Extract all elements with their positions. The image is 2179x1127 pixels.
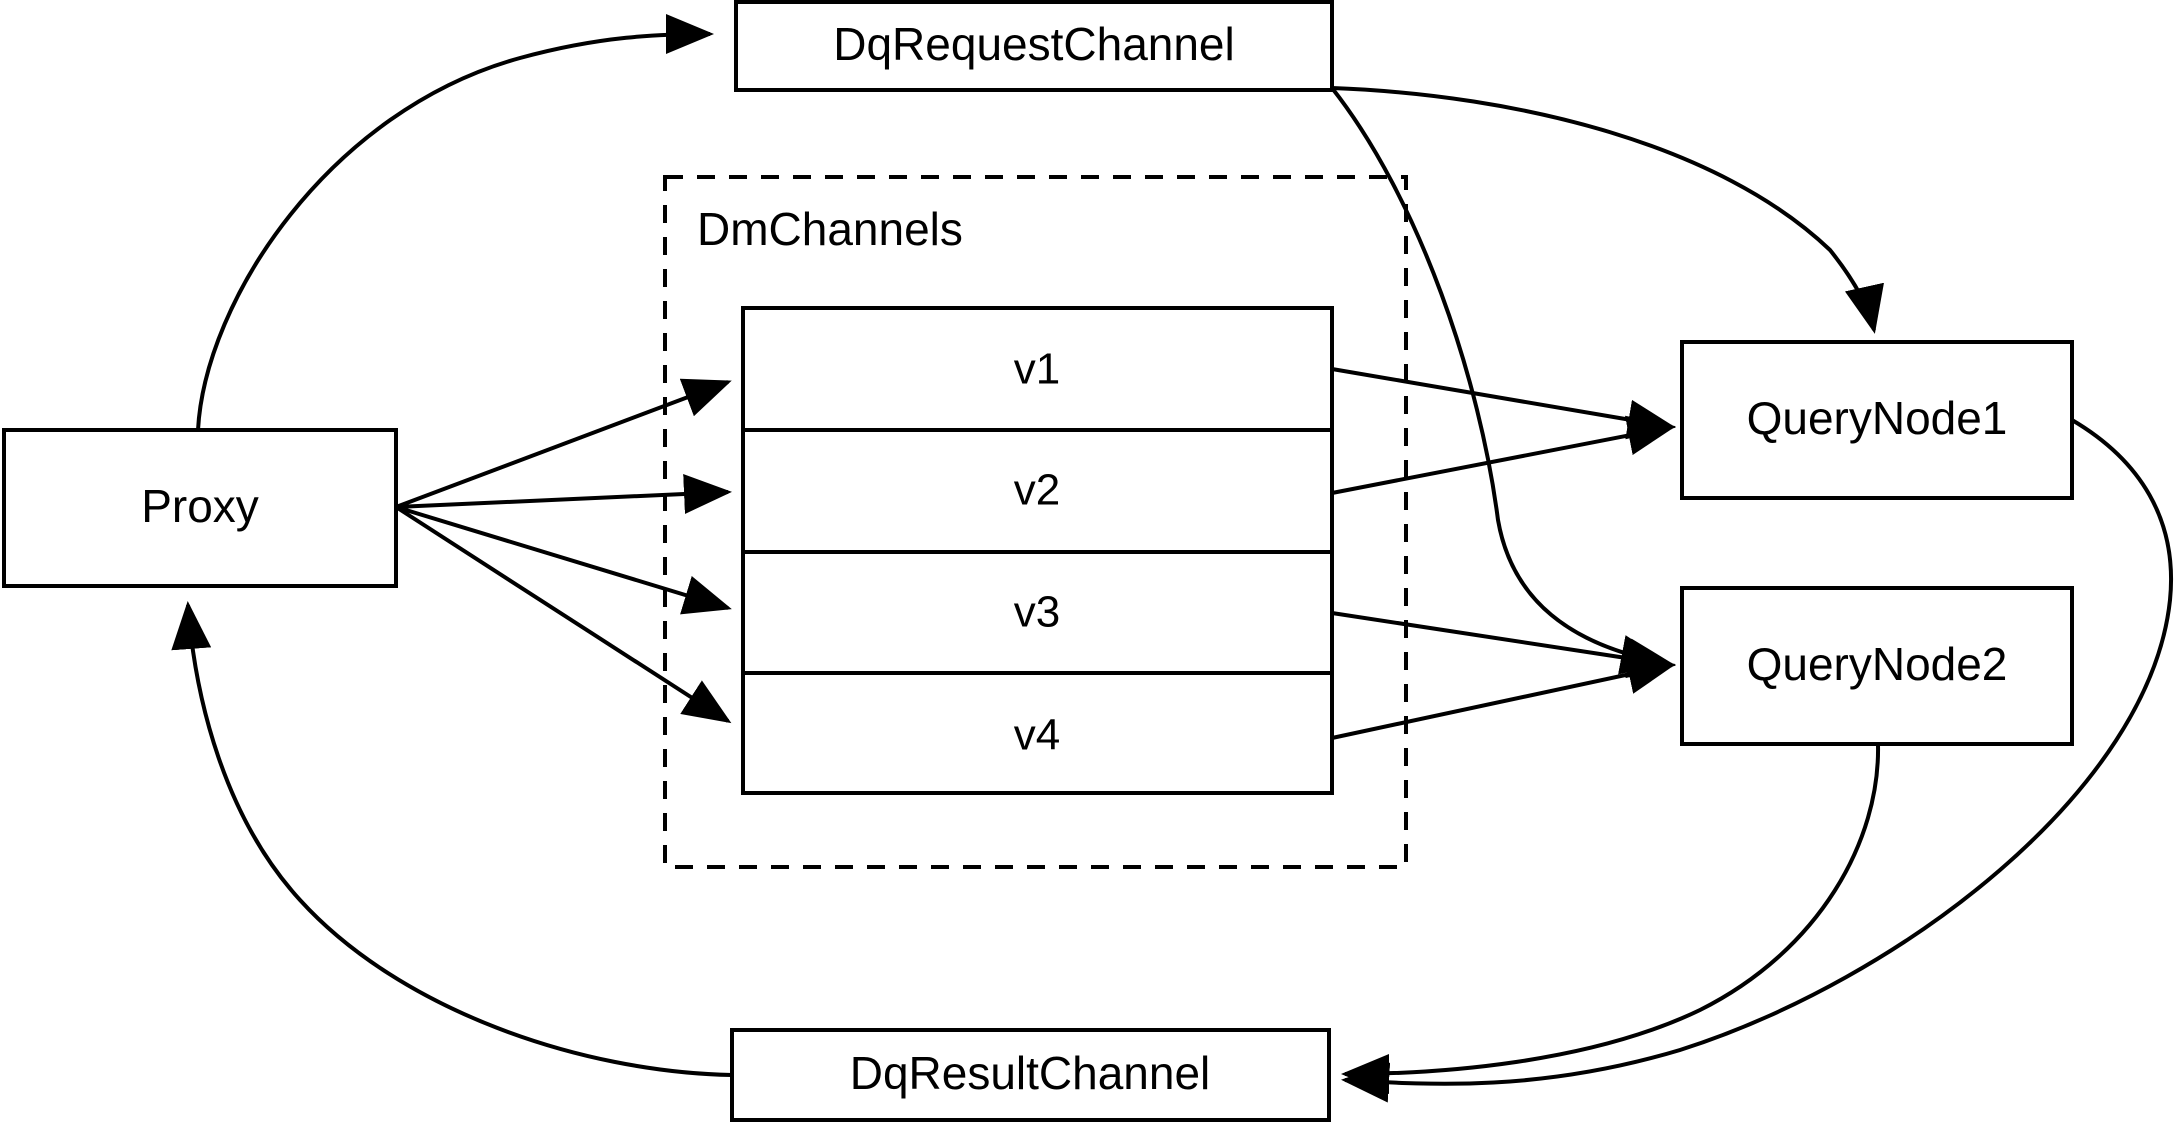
querynode1-box[interactable] — [1680, 340, 2074, 500]
edge-v2-to-querynode1 — [1331, 415, 1676, 495]
querynode2-label: QueryNode2 — [1747, 638, 2008, 690]
edge-querynode1-to-dqresultchannel — [1341, 418, 2173, 1103]
edge-dqrequestchannel-to-querynode1 — [1331, 86, 1884, 334]
dqrequestchannel-label: DqRequestChannel — [833, 18, 1235, 70]
channel-cell-v3[interactable]: v3 — [1014, 588, 1060, 637]
proxy-label: Proxy — [141, 480, 259, 532]
node-dqrequestchannel[interactable]: DqRequestChannel — [734, 0, 1334, 92]
edge-proxy-to-dqrequestchannel — [196, 14, 714, 431]
proxy-box[interactable] — [2, 428, 398, 588]
edge-v4-to-querynode2 — [1331, 654, 1676, 740]
querynode2-box[interactable] — [1680, 586, 2074, 746]
dmchannels-group-box — [663, 175, 1408, 869]
edge-v1-to-querynode1 — [1331, 367, 1676, 440]
channel-cell-v2[interactable]: v2 — [1014, 466, 1060, 515]
edge-proxy-to-v4 — [394, 505, 732, 724]
node-querynode2[interactable]: QueryNode2 — [1680, 586, 2074, 746]
querynode1-label: QueryNode1 — [1747, 392, 2008, 444]
edge-v3-to-querynode2 — [1331, 611, 1676, 679]
channel-cell-v1[interactable]: v1 — [1014, 345, 1060, 394]
edge-proxy-to-v1 — [395, 378, 732, 509]
edge-querynode2-to-dqresultchannel — [1341, 744, 1881, 1094]
edge-dqrequestchannel-to-querynode2 — [1330, 86, 1669, 675]
node-querynode1[interactable]: QueryNode1 — [1680, 340, 2074, 500]
edge-proxy-to-v3 — [395, 505, 732, 615]
node-proxy[interactable]: Proxy — [2, 428, 398, 588]
dmchannels-group-label: DmChannels — [697, 203, 963, 255]
dqrequestchannel-box[interactable] — [734, 0, 1334, 92]
edge-proxy-to-v2 — [395, 474, 732, 514]
channel-cell-v4[interactable]: v4 — [1014, 711, 1060, 760]
dmchannels-table: v1 v2 v3 v4 — [741, 306, 1334, 795]
dqresultchannel-label: DqResultChannel — [850, 1047, 1211, 1099]
edge-dqresultchannel-to-proxy — [171, 601, 733, 1077]
dqresultchannel-box[interactable] — [730, 1028, 1331, 1122]
node-dqresultchannel[interactable]: DqResultChannel — [730, 1028, 1331, 1122]
